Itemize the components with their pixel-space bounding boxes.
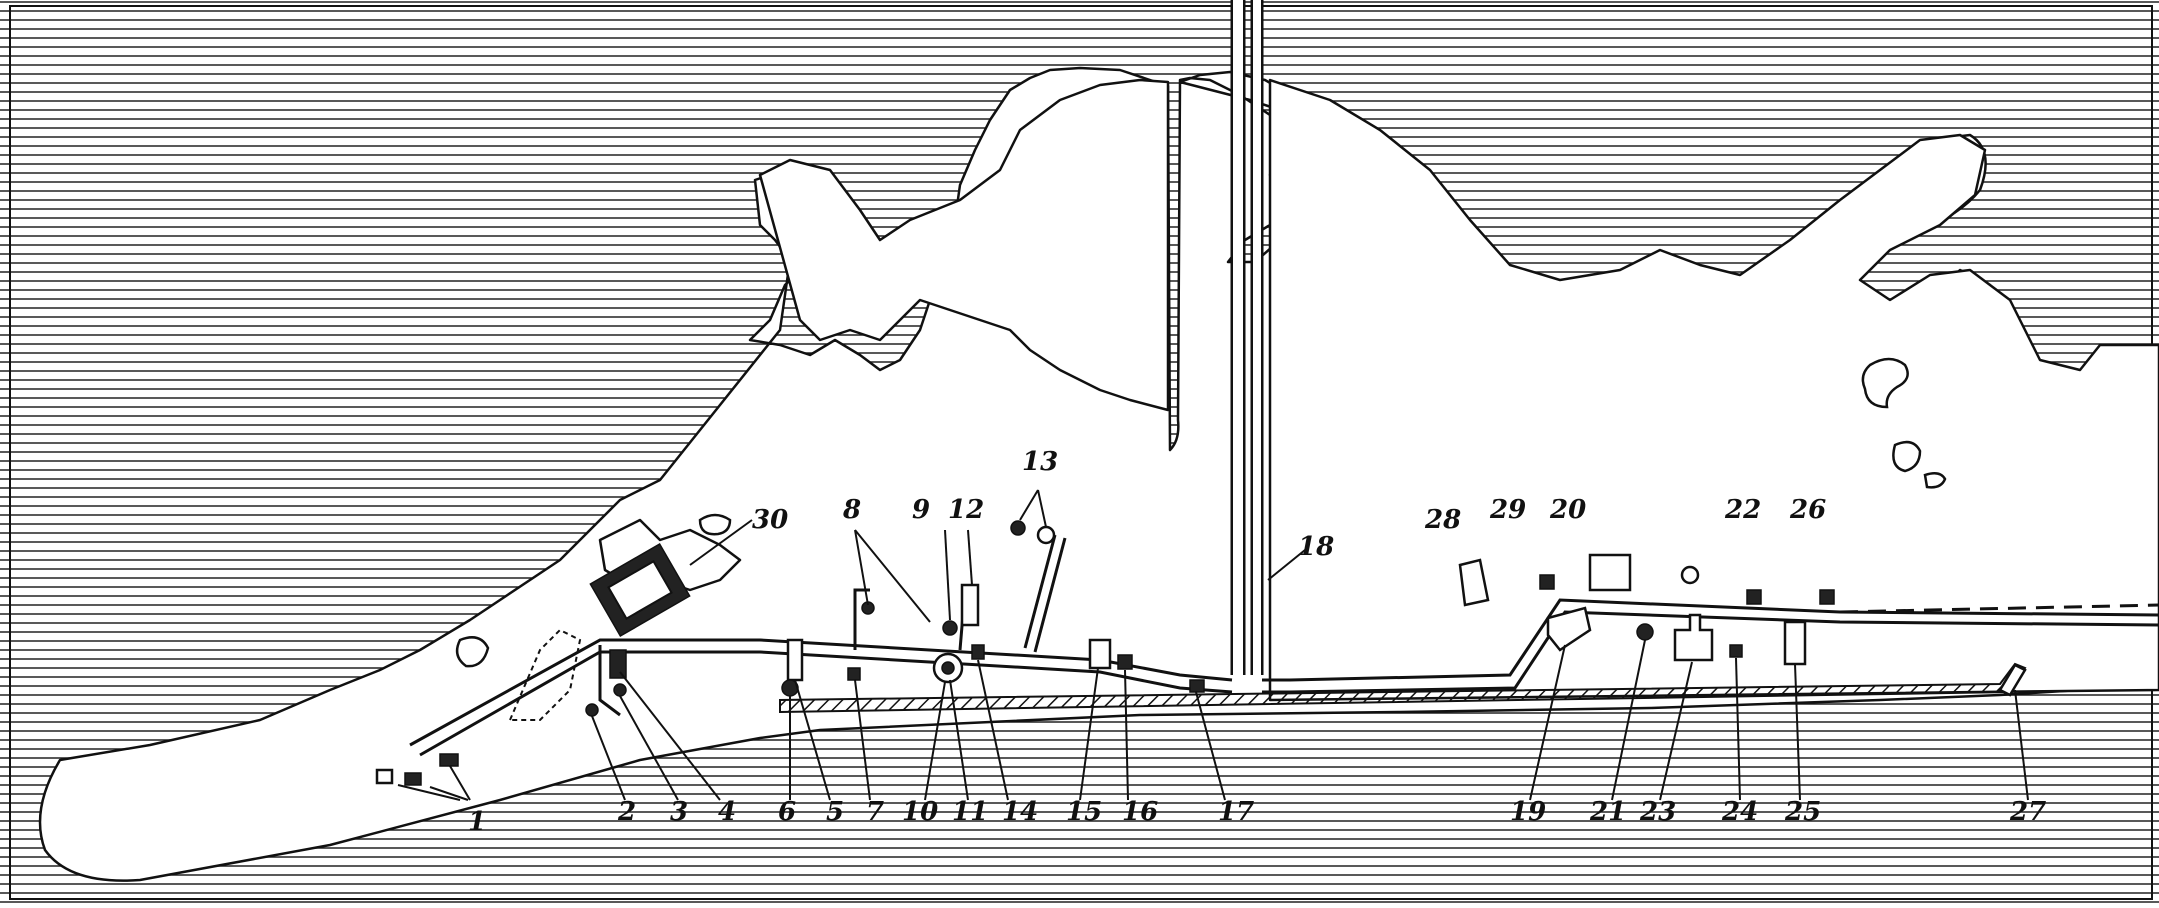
feature-1a	[375, 768, 394, 785]
feature-12	[960, 583, 980, 627]
pond-2	[1892, 440, 1922, 473]
feature-labels: 1 2 3 4 6 5 7 10 11 14 15 16 17 8 9 12 1…	[468, 447, 2046, 837]
feature-13a	[1010, 520, 1026, 536]
feature-25	[1783, 620, 1807, 666]
feature-20	[1588, 553, 1632, 592]
feature-16	[1117, 654, 1133, 670]
feature-4	[609, 649, 627, 679]
label-8: 8	[842, 495, 861, 525]
pond-5	[455, 636, 490, 668]
label-13: 13	[1022, 447, 1058, 477]
label-12: 12	[948, 495, 984, 525]
label-4: 4	[718, 797, 736, 827]
feature-3	[613, 683, 627, 697]
label-18: 18	[1298, 532, 1334, 562]
feature-27	[1998, 663, 2027, 697]
label-14: 14	[1002, 797, 1038, 827]
label-6: 6	[778, 797, 796, 827]
label-24: 24	[1721, 797, 1758, 827]
feature-15	[1088, 638, 1112, 670]
label-16: 16	[1122, 797, 1158, 827]
feature-29	[1539, 574, 1555, 590]
feature-20b	[1680, 565, 1700, 585]
feature-13b	[1036, 525, 1056, 545]
label-28: 28	[1424, 505, 1461, 535]
label-27: 27	[2009, 797, 2046, 827]
feature-17	[1189, 679, 1205, 693]
feature-11	[941, 661, 955, 675]
feature-21	[1636, 623, 1654, 641]
pond-4	[698, 513, 732, 536]
feature-5	[786, 638, 804, 682]
feature-28	[1458, 558, 1490, 607]
feature-2	[585, 703, 599, 717]
label-23: 23	[1639, 797, 1676, 827]
feature-24	[1729, 644, 1743, 658]
label-1: 1	[468, 807, 486, 837]
feature-1b	[404, 772, 422, 786]
map-features	[375, 520, 2027, 786]
label-15: 15	[1066, 797, 1102, 827]
feature-30-outline	[508, 628, 582, 721]
road-dashed	[1839, 603, 2159, 614]
pond-1	[1861, 357, 1909, 409]
label-9: 9	[912, 495, 930, 525]
label-5: 5	[826, 797, 844, 827]
feature-7	[847, 667, 861, 681]
label-11: 11	[952, 797, 988, 827]
feature-9	[942, 620, 958, 636]
feature-14	[971, 644, 985, 660]
label-2: 2	[617, 797, 636, 827]
label-19: 19	[1510, 797, 1546, 827]
label-30: 30	[752, 505, 788, 535]
east-land	[1268, 78, 2159, 702]
label-21: 21	[1589, 797, 1626, 827]
feature-30	[589, 542, 691, 638]
peninsula-land	[758, 78, 1170, 412]
pond-3	[1923, 471, 1947, 489]
label-20: 20	[1549, 495, 1586, 525]
feature-19	[1546, 606, 1592, 652]
label-25: 25	[1784, 797, 1821, 827]
feature-26	[1819, 589, 1835, 605]
feature-22	[1746, 589, 1762, 605]
canal-causeway	[1230, 0, 1264, 675]
label-26: 26	[1789, 495, 1826, 525]
road-network	[409, 534, 2159, 757]
feature-23	[1673, 613, 1714, 662]
leader-lines	[397, 489, 2029, 801]
feature-1c	[439, 753, 459, 767]
label-7: 7	[866, 797, 884, 827]
label-10: 10	[902, 797, 938, 827]
label-22: 22	[1724, 495, 1761, 525]
label-29: 29	[1489, 495, 1526, 525]
label-3: 3	[670, 797, 688, 827]
label-17: 17	[1218, 797, 1254, 827]
